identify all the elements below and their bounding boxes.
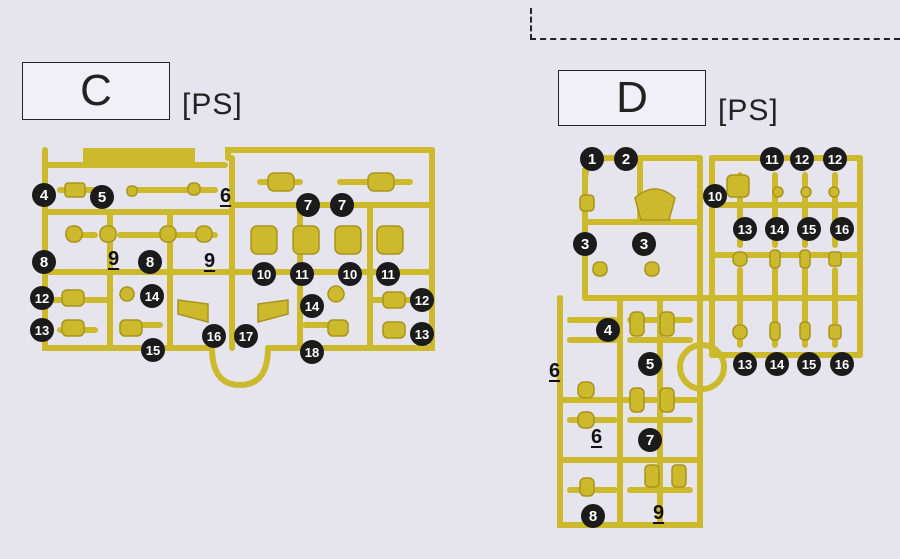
sprue_d-callout-6: 10	[703, 184, 727, 208]
sprue_c-callout-14: 12	[30, 286, 54, 310]
sprue_c-callout-8: 8	[138, 250, 162, 274]
sprue_c-callout-9: 9	[204, 250, 216, 272]
sprue_c-callout-1: 4	[32, 183, 56, 207]
sprue_c-callout-18: 13	[30, 318, 54, 342]
sprue_c-callout-19: 15	[141, 338, 165, 362]
sprue_c-callout-12: 10	[338, 262, 362, 286]
sprue_d-callout-14: 5	[638, 352, 662, 376]
sprue_d-callout-2: 2	[614, 147, 638, 171]
sprue_c-callout-7: 9	[108, 248, 120, 270]
sprue_d-callout-23: 9	[653, 502, 665, 524]
sprue_c-callout-16: 14	[300, 294, 324, 318]
sprue_d-callout-3: 11	[760, 147, 784, 171]
sprue-d-material: [PS]	[718, 94, 779, 127]
sprue_d-callout-16: 13	[733, 352, 757, 376]
sprue_c-callout-5: 7	[330, 193, 354, 217]
sprue_d-callout-18: 15	[797, 352, 821, 376]
sprue_d-callout-19: 16	[830, 352, 854, 376]
sprue-d-letter: D	[616, 73, 648, 122]
sprue_d-callout-21: 7	[638, 428, 662, 452]
sprue_c-callout-15: 14	[140, 284, 164, 308]
sprue_c-callout-17: 12	[410, 288, 434, 312]
sprue_d-callout-1: 1	[580, 147, 604, 171]
sprue_d-callout-10: 16	[830, 217, 854, 241]
sprue_d-callout-13: 4	[596, 318, 620, 342]
sprue-c-label-box: C	[22, 62, 170, 120]
sprue_d-callout-12: 3	[632, 232, 656, 256]
sprue_c-callout-3: 6	[220, 185, 232, 207]
sprue_c-callout-21: 17	[234, 324, 258, 348]
sprue-c-parts	[61, 172, 406, 339]
sprue_c-callout-11: 11	[290, 262, 314, 286]
sprue_c-callout-6: 8	[32, 250, 56, 274]
sprue_d-callout-11: 3	[573, 232, 597, 256]
sprue_d-callout-5: 12	[823, 147, 847, 171]
sprue_d-callout-15: 6	[549, 360, 561, 382]
sprue_c-callout-10: 10	[252, 262, 276, 286]
sprue_c-callout-13: 11	[376, 262, 400, 286]
sprue_d-callout-9: 15	[797, 217, 821, 241]
sprue_c-callout-20: 16	[202, 324, 226, 348]
dashed-divider	[530, 8, 900, 40]
sprue_d-callout-4: 12	[790, 147, 814, 171]
sprue-d-parts	[577, 174, 842, 497]
sprue-d-runner	[557, 155, 863, 528]
sprue_d-callout-17: 14	[765, 352, 789, 376]
sprue_c-callout-23: 13	[410, 322, 434, 346]
sprue_c-callout-4: 7	[296, 193, 320, 217]
sprue_d-callout-8: 14	[765, 217, 789, 241]
sprue-c-letter: C	[80, 66, 112, 115]
sprue-d-label-box: D	[558, 70, 706, 126]
sprue-c-material: [PS]	[182, 88, 243, 121]
sprue_d-callout-22: 8	[581, 504, 605, 528]
sprue_d-callout-7: 13	[733, 217, 757, 241]
sprue_d-callout-20: 6	[591, 426, 603, 448]
sprue_c-callout-2: 5	[90, 185, 114, 209]
sprue_c-callout-22: 18	[300, 340, 324, 364]
